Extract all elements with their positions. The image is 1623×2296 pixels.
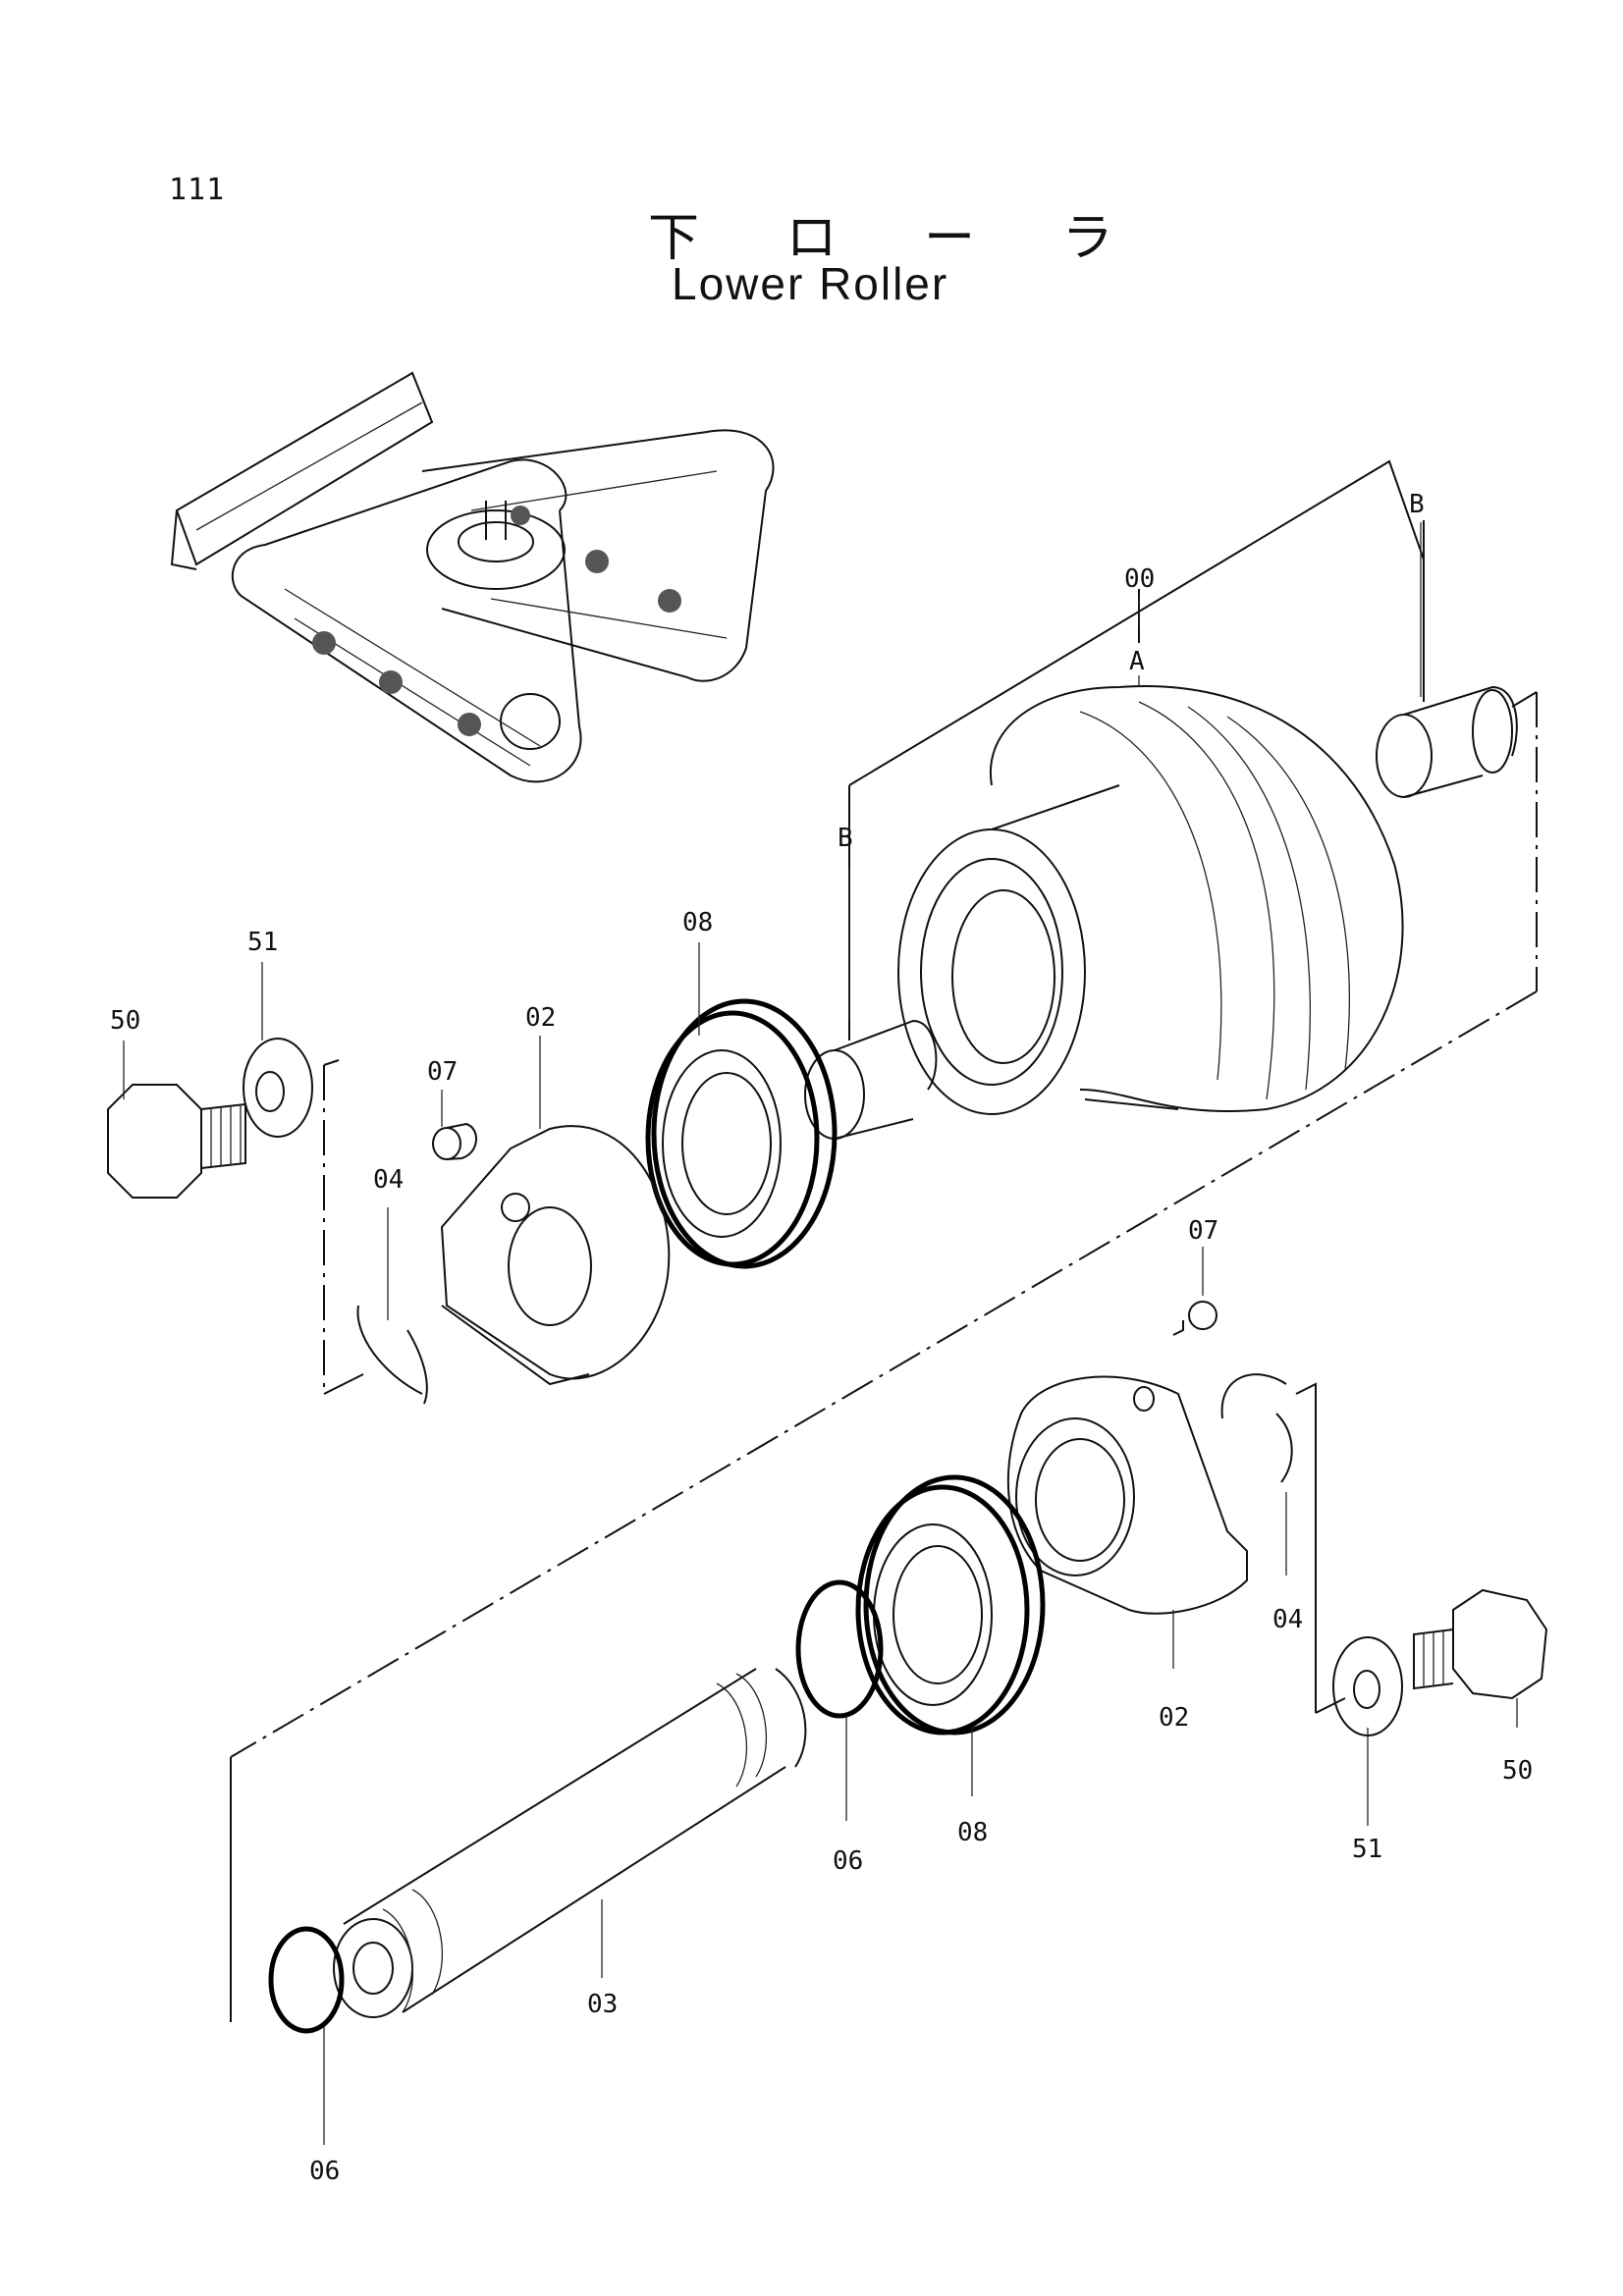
callout-labels: 00 A B B 08 51 50 02 07 04 07 04 02 50 5…: [110, 490, 1533, 2186]
lower-roller-marker-4: [585, 550, 609, 573]
page-number: 111: [169, 173, 226, 207]
callout-06: 06: [833, 1846, 863, 1876]
callout-07: 07: [427, 1057, 458, 1087]
end-bracket-upper: [440, 1125, 671, 1386]
collar-bushing-lower: [804, 1019, 938, 1140]
callout-08: 08: [957, 1818, 988, 1847]
callout-50: 50: [110, 1006, 140, 1036]
collar-bushing-upper: [1376, 685, 1518, 798]
callout-02: 02: [1159, 1703, 1189, 1733]
plug-lower: [1172, 1301, 1217, 1336]
callout-51: 51: [247, 928, 278, 957]
washer-lower: [1332, 1636, 1403, 1736]
floating-seal-lower: [855, 1474, 1046, 1735]
bolt-upper: [107, 1084, 246, 1199]
retaining-ring-lower: [1220, 1373, 1293, 1483]
lower-roller-marker-3: [458, 713, 481, 736]
callout-04: 04: [373, 1165, 404, 1195]
floating-seal-upper: [645, 998, 838, 1269]
undercarriage-illustration: [170, 371, 775, 783]
title-english: Lower Roller: [672, 258, 949, 309]
callout-A: A: [1129, 647, 1145, 676]
plug-upper: [432, 1122, 477, 1160]
o-ring-middle: [795, 1579, 884, 1719]
callout-B: B: [838, 824, 853, 853]
shaft: [333, 1668, 807, 2018]
callout-00: 00: [1124, 564, 1155, 594]
callout-B: B: [1409, 490, 1425, 519]
callout-51: 51: [1352, 1835, 1382, 1864]
leader-lines: [123, 522, 1518, 2145]
end-bracket-lower: [1006, 1375, 1248, 1615]
bolt-lower: [1413, 1588, 1548, 1700]
callout-50: 50: [1502, 1756, 1533, 1786]
lower-roller-marker-1: [312, 631, 336, 655]
roller-body: [897, 685, 1404, 1115]
callout-03: 03: [587, 1990, 618, 2019]
assembly-bracket: [230, 459, 1538, 2022]
callout-02: 02: [525, 1003, 556, 1033]
retaining-ring-upper: [356, 1305, 428, 1405]
callout-07: 07: [1188, 1216, 1218, 1246]
o-ring-lower: [268, 1926, 345, 2034]
callout-06: 06: [309, 2157, 340, 2186]
washer-upper: [243, 1038, 313, 1138]
lower-roller-marker-2: [379, 670, 403, 694]
callout-04: 04: [1272, 1605, 1303, 1634]
callout-08: 08: [682, 908, 713, 937]
lower-roller-marker-6: [511, 506, 530, 525]
lower-roller-marker-5: [658, 589, 681, 613]
